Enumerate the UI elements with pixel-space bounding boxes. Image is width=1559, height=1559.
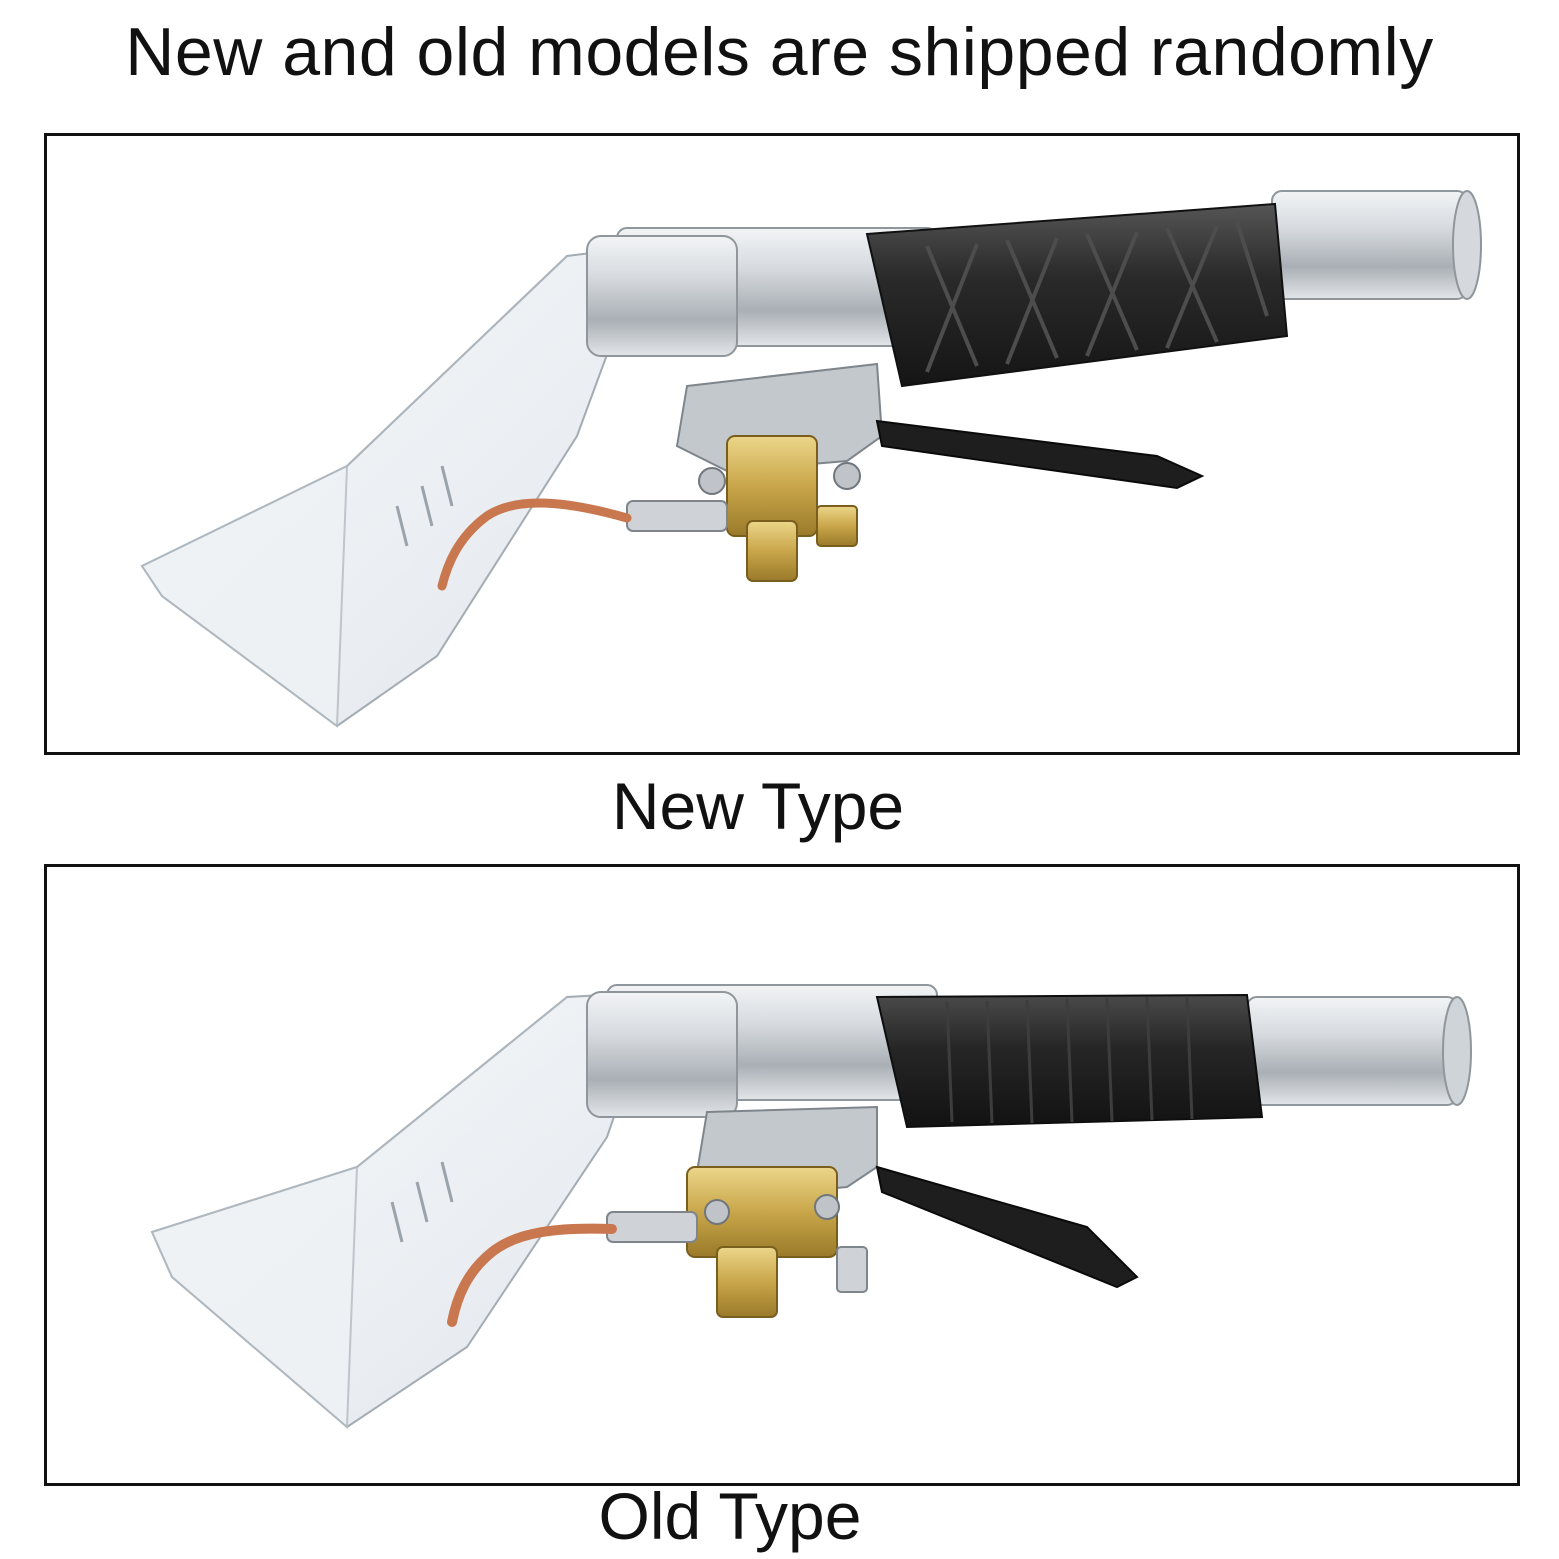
copper-tube xyxy=(447,1223,617,1327)
clear-nozzle-head xyxy=(150,990,659,1430)
new-type-wand-image xyxy=(140,190,1482,728)
new-type-image-frame xyxy=(44,133,1520,755)
trigger-assembly xyxy=(626,362,1205,582)
headline: New and old models are shipped randomly xyxy=(125,14,1434,90)
steel-tube xyxy=(586,984,1472,1118)
rubber-grip xyxy=(875,993,1264,1129)
rubber-grip xyxy=(865,202,1289,388)
old-type-caption: Old Type xyxy=(598,1479,862,1553)
new-type-caption: New Type xyxy=(611,769,905,843)
copper-tube xyxy=(437,498,632,591)
old-type-wand-image xyxy=(150,984,1472,1430)
clear-nozzle-head xyxy=(140,244,649,728)
old-type-image-frame xyxy=(44,864,1520,1486)
steel-tube xyxy=(586,190,1482,357)
trigger-assembly xyxy=(606,1105,1139,1318)
